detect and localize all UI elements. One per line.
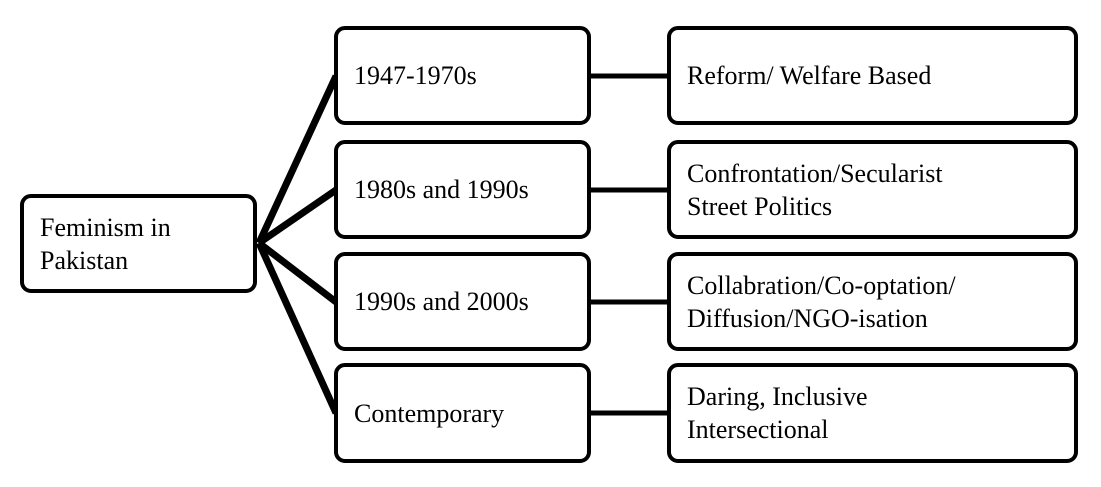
connector-root-to-era-3 [255, 241, 340, 415]
era-node-contemporary: Contemporary [334, 363, 591, 463]
connector-root-to-era-1 [257, 187, 338, 246]
description-node-label: Collabration/Co-optation/ Diffusion/NGO-… [687, 270, 956, 333]
era-node-1990s-2000s: 1990s and 2000s [334, 252, 591, 351]
era-node-label: Contemporary [354, 398, 505, 428]
connector-root-to-era-0 [255, 74, 340, 245]
era-node-label: 1947-1970s [354, 61, 477, 90]
connector-root-to-era-2 [256, 240, 339, 305]
description-node-4: Daring, Inclusive Intersectional [667, 363, 1078, 463]
description-node-label: Confrontation/Secularist Street Politics [687, 158, 943, 221]
era-node-label: 1990s and 2000s [354, 287, 529, 316]
description-node-2: Confrontation/Secularist Street Politics [667, 140, 1078, 239]
description-node-label: Daring, Inclusive Intersectional [687, 382, 868, 444]
description-node-3: Collabration/Co-optation/ Diffusion/NGO-… [667, 252, 1078, 351]
era-node-label: 1980s and 1990s [354, 175, 529, 204]
description-node-label: Reform/ Welfare Based [687, 61, 932, 90]
era-node-1947-1970s: 1947-1970s [334, 26, 591, 125]
root-node-label: Feminism in Pakistan [40, 212, 171, 275]
description-node-1: Reform/ Welfare Based [667, 26, 1078, 125]
root-node: Feminism in Pakistan [20, 194, 257, 293]
era-node-1980s-1990s: 1980s and 1990s [334, 140, 591, 239]
